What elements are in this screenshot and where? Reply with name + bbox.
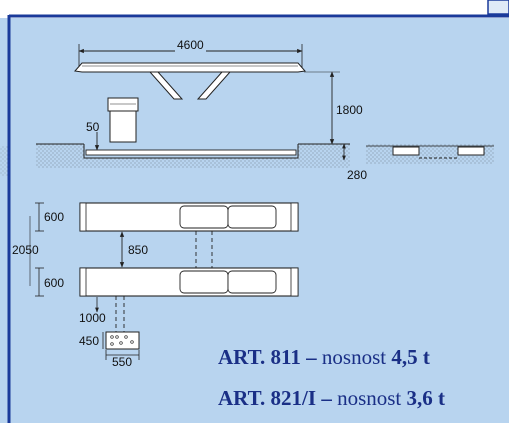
console-width-label: 550	[110, 355, 135, 369]
console-top-view	[105, 331, 140, 350]
scissor-arm-left	[148, 71, 184, 100]
top-platform-lower-end-right	[290, 267, 299, 297]
small-platform-left	[392, 146, 420, 156]
offset-label: 50	[86, 120, 100, 134]
top-platform-upper-end-left	[79, 202, 87, 232]
control-console	[109, 109, 137, 143]
pit-label: 280	[347, 168, 368, 182]
caption-art-811: ART. 811 – nosnost 4,5 t	[218, 345, 430, 369]
ground-left	[36, 144, 84, 168]
caption-art: ART. 821/I	[218, 386, 317, 410]
left-dotted-strip	[0, 146, 8, 176]
console-button	[110, 335, 114, 339]
overall-width-label: 2050	[12, 243, 39, 257]
height-label: 1800	[336, 103, 363, 117]
lower-pad-right	[227, 270, 277, 294]
upper-pad-right	[227, 205, 277, 229]
ground-under	[84, 158, 298, 168]
width-label-upper: 600	[44, 210, 65, 224]
length-label: 4600	[175, 38, 206, 52]
scissor-arm-right	[196, 71, 232, 100]
console-button	[130, 340, 134, 344]
corner-box	[487, 0, 509, 15]
lowered-platform	[85, 149, 297, 156]
console-button	[119, 341, 123, 345]
console-depth-label: 450	[79, 334, 100, 348]
distance-label: 1000	[79, 311, 106, 325]
width-label-lower: 600	[44, 276, 65, 290]
caption-capacity: 3,6 t	[406, 386, 446, 410]
small-platform-right	[457, 146, 485, 156]
top-platform-lower-end-left	[79, 267, 87, 297]
top-platform-upper-end-right	[290, 202, 299, 232]
pit-outline	[83, 144, 299, 159]
caption-art: ART. 811	[218, 345, 301, 369]
caption-art-821: ART. 821/I – nosnost 3,6 t	[218, 386, 445, 410]
lower-pad-left	[179, 270, 229, 294]
top-header-bar	[0, 0, 509, 18]
console-button	[110, 342, 114, 346]
caption-label: nosnost	[321, 345, 387, 369]
control-console-top	[107, 97, 139, 112]
caption-capacity: 4,5 t	[391, 345, 430, 369]
caption-dash: –	[321, 386, 332, 410]
console-button	[124, 335, 128, 339]
console-button	[115, 335, 119, 339]
upper-pad-left	[179, 205, 229, 229]
caption-dash: –	[306, 345, 317, 369]
lift-platform	[74, 62, 306, 73]
caption-label: nosnost	[337, 386, 402, 410]
ground-right	[298, 144, 350, 168]
gap-label: 850	[128, 243, 149, 257]
